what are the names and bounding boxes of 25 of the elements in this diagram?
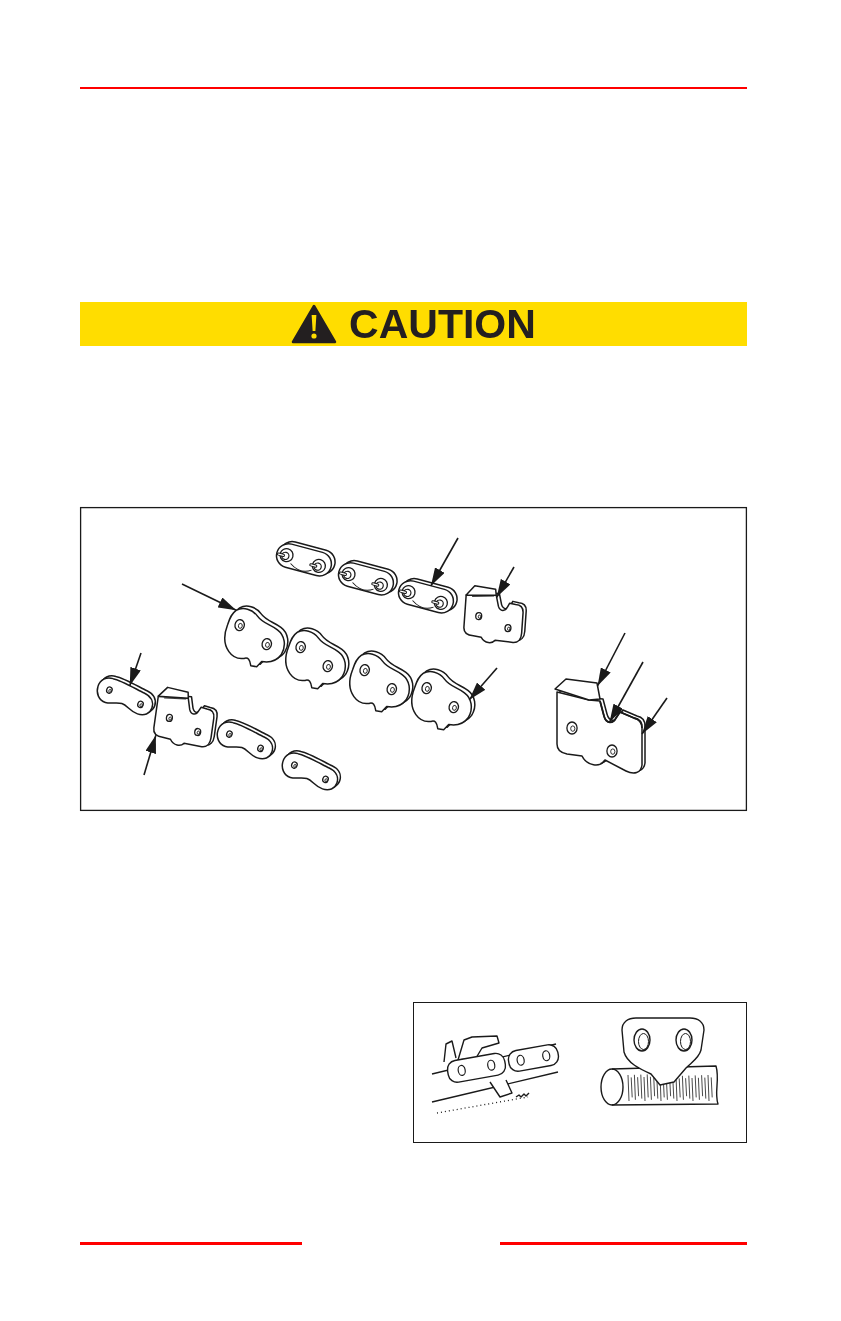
leader-arrow bbox=[495, 566, 515, 599]
depth-gauge bbox=[599, 700, 643, 729]
chain-link bbox=[337, 559, 398, 596]
tie-strap bbox=[96, 675, 157, 716]
drive-link bbox=[285, 627, 350, 690]
drive-link bbox=[349, 650, 414, 713]
leader-arrow bbox=[430, 537, 459, 587]
leader-arrow bbox=[128, 652, 142, 687]
chain-link bbox=[397, 577, 458, 614]
tie-strap bbox=[216, 719, 277, 760]
cutter-link bbox=[153, 686, 218, 748]
leader-arrow bbox=[468, 667, 498, 701]
drive-link bbox=[411, 668, 476, 731]
caution-heading: CAUTION bbox=[349, 303, 536, 345]
tie-strap bbox=[281, 750, 342, 791]
leader-arrow bbox=[608, 661, 644, 723]
leader-arrow bbox=[143, 734, 157, 776]
top-plate bbox=[554, 678, 601, 701]
leader-arrow bbox=[641, 697, 668, 735]
cutter-link bbox=[463, 584, 527, 644]
drive-link bbox=[224, 605, 289, 668]
chain-link bbox=[275, 540, 336, 577]
leader-arrow bbox=[181, 583, 237, 612]
leader-arrow bbox=[596, 632, 626, 687]
caution-banner bbox=[80, 302, 747, 346]
